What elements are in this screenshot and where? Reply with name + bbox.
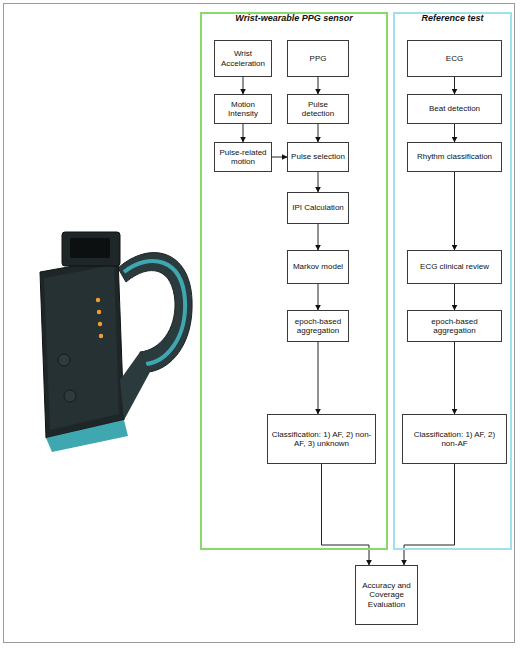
group-panel: Wrist-wearable PPG sensorWrist Accelerat… [200,12,388,550]
box-label: Motion Intensity [218,100,268,119]
box-label: Wrist Acceleration [218,49,268,68]
process-box: ECG [407,40,502,77]
box-label: Classification: 1) AF, 2) non-AF [406,430,503,449]
flow-arrow [318,77,319,94]
panel-title: Wrist-wearable PPG sensor [202,13,386,23]
process-box: epoch-based aggregation [287,310,349,342]
flow-arrow [318,284,319,310]
flow-arrow [272,157,287,158]
flow-arrow [454,342,455,414]
flow-arrow [318,124,319,142]
process-box: Accuracy and Coverage Evaluation [355,565,418,625]
process-box: Classification: 1) AF, 2) non-AF, 3) unk… [267,414,376,464]
process-box: Motion Intensity [214,94,272,124]
box-label: Pulse-related motion [218,148,268,167]
process-box: Wrist Acceleration [214,40,272,77]
flow-arrow [318,224,319,250]
flow-arrow [454,77,455,94]
box-label: ECG [446,54,463,63]
process-box: Rhythm classification [407,142,502,172]
process-box: ECG clinical review [407,250,502,284]
box-label: ECG clinical review [420,262,489,271]
process-box: Pulse selection [287,142,349,172]
flow-arrow [454,284,455,310]
process-box: epoch-based aggregation [407,310,502,342]
process-box: PPG [287,40,349,77]
process-box: Markov model [287,250,349,284]
flow-arrow [454,124,455,142]
process-box: Beat detection [407,94,502,124]
box-label: epoch-based aggregation [291,317,345,336]
flow-arrow [454,172,455,250]
flow-arrow [243,77,244,94]
box-label: Classification: 1) AF, 2) non-AF, 3) unk… [271,430,372,449]
flow-arrow [243,124,244,142]
box-label: Rhythm classification [417,152,492,161]
box-label: Beat detection [429,104,480,113]
box-label: epoch-based aggregation [411,317,498,336]
process-box: Pulse detection [287,94,349,124]
box-label: Pulse selection [291,152,345,161]
box-label: IPI Calculation [292,203,344,212]
box-label: Accuracy and Coverage Evaluation [359,581,414,609]
flow-arrow [318,172,319,192]
process-box: Pulse-related motion [214,142,272,172]
box-label: Pulse detection [291,100,345,119]
panel-title: Reference test [395,13,510,23]
box-label: PPG [310,54,327,63]
flow-arrow [318,342,319,414]
process-box: IPI Calculation [287,192,349,224]
box-label: Markov model [293,262,343,271]
group-panel: Reference testECG Beat detectionRhythm cl… [393,12,512,550]
process-box: Classification: 1) AF, 2) non-AF [402,414,507,464]
